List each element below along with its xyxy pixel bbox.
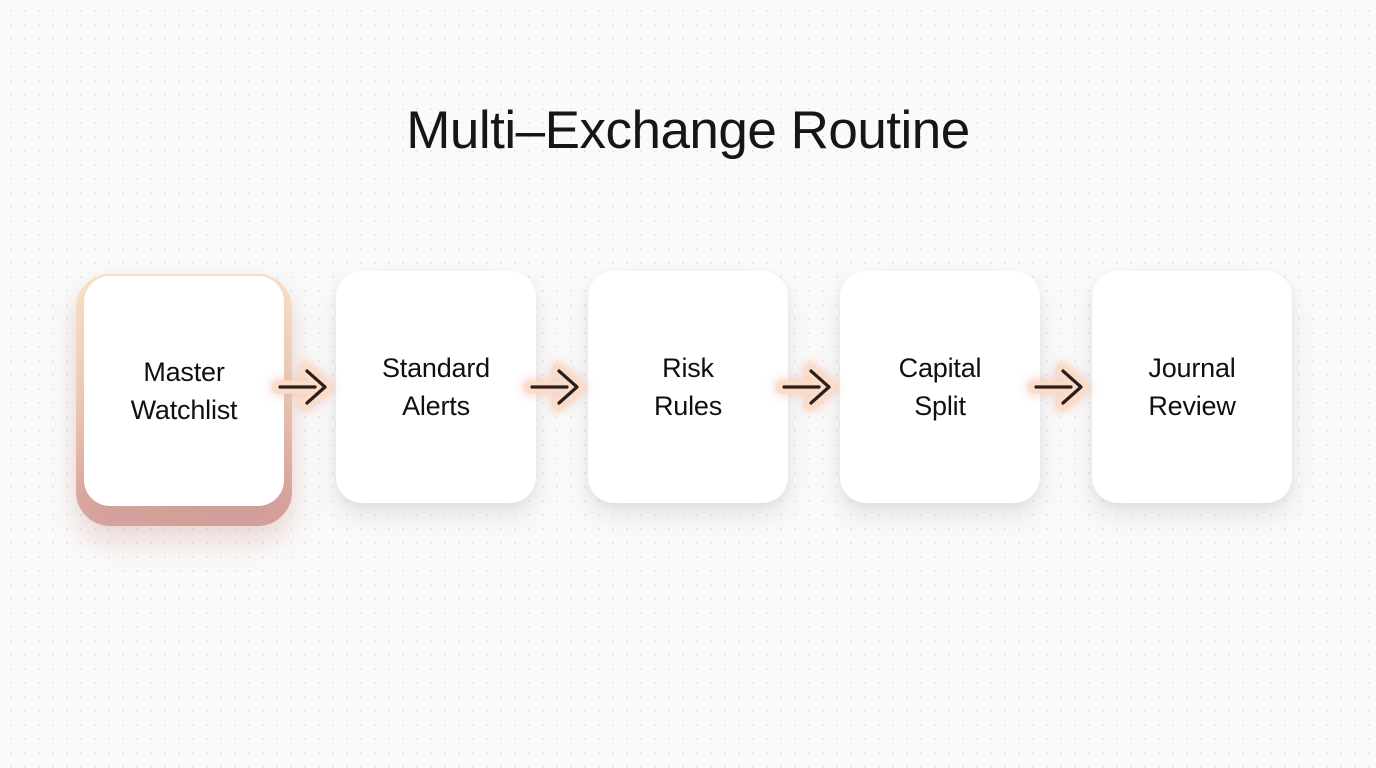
node-card[interactable]: Capital Split bbox=[840, 271, 1040, 503]
connector-arrow-1 bbox=[270, 354, 336, 420]
flow-diagram: Master Watchlist Standard Alerts bbox=[0, 252, 1376, 526]
arrow-right-icon bbox=[774, 362, 838, 412]
node-label: Journal Review bbox=[1148, 352, 1236, 421]
node-card[interactable]: Journal Review bbox=[1092, 271, 1292, 503]
flow-node-standard-alerts[interactable]: Standard Alerts bbox=[336, 271, 536, 503]
flow-node-capital-split[interactable]: Capital Split bbox=[840, 271, 1040, 503]
node-card[interactable]: Master Watchlist bbox=[84, 276, 284, 506]
arrow-right-icon bbox=[522, 362, 586, 412]
page-title: Multi–Exchange Routine bbox=[406, 101, 970, 160]
node-label: Master Watchlist bbox=[130, 356, 238, 425]
node-label: Capital Split bbox=[898, 352, 982, 421]
arrow-right-icon bbox=[1026, 362, 1090, 412]
connector-arrow-3 bbox=[774, 354, 840, 420]
node-card[interactable]: Risk Rules bbox=[588, 271, 788, 503]
flow-node-risk-rules[interactable]: Risk Rules bbox=[588, 271, 788, 503]
node-label: Standard Alerts bbox=[382, 352, 490, 421]
arrow-right-icon bbox=[270, 362, 334, 412]
connector-arrow-4 bbox=[1026, 354, 1092, 420]
node-label: Risk Rules bbox=[653, 352, 723, 421]
flow-node-journal-review[interactable]: Journal Review bbox=[1092, 271, 1292, 503]
connector-arrow-2 bbox=[522, 354, 588, 420]
node-card[interactable]: Standard Alerts bbox=[336, 271, 536, 503]
flow-node-master-watchlist[interactable]: Master Watchlist bbox=[76, 268, 292, 526]
